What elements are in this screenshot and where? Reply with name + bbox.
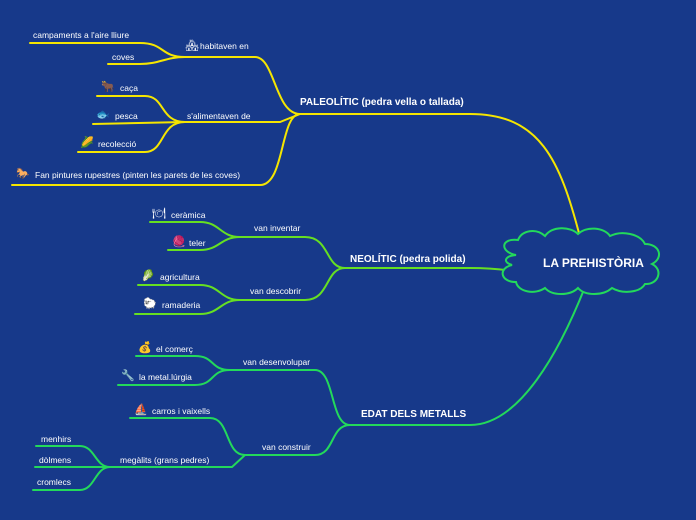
tools-icon: 🔧	[121, 370, 135, 382]
desenvolupar-label[interactable]: van desenvolupar	[243, 357, 311, 367]
desenvolupar-to-comerc-line	[135, 355, 231, 371]
ramaderia-label[interactable]: ramaderia	[162, 300, 201, 310]
caca-label[interactable]: caça	[120, 83, 138, 93]
inventar-label[interactable]: van inventar	[254, 223, 301, 233]
fish-icon: 🐟	[96, 109, 110, 121]
teler-label[interactable]: teler	[189, 238, 206, 248]
alimentaven-label[interactable]: s'alimentaven de	[187, 111, 251, 121]
ceramica-label[interactable]: ceràmica	[171, 210, 206, 220]
metals-to-desenvolupar-line	[229, 369, 351, 426]
construir-to-carros-line	[129, 417, 246, 456]
paleolithic-to-pintures-line	[11, 113, 301, 186]
alimentaven-to-caca-line	[96, 95, 186, 123]
metallurgia-label[interactable]: la metal.lúrgia	[139, 372, 192, 382]
agricultura-label[interactable]: agricultura	[160, 272, 200, 282]
coves-label[interactable]: coves	[112, 52, 135, 62]
inventar-to-ceramica-line	[149, 221, 241, 238]
metals-connectors	[32, 286, 586, 491]
paleolithic-to-habitaven-line	[184, 56, 301, 115]
root-topic-label[interactable]: LA PREHISTÒRIA	[543, 256, 644, 270]
inventar-to-teler-line	[167, 236, 241, 251]
construir-to-megalits-line	[109, 454, 246, 468]
house-icon: 🏘	[185, 40, 199, 52]
descobrir-label[interactable]: van descobrir	[250, 286, 302, 296]
recoleccio-label[interactable]: recolecció	[98, 139, 137, 149]
menhirs-label[interactable]: menhirs	[41, 434, 72, 444]
paleolithic-topic-label[interactable]: PALEOLÍTIC (pedra vella o tallada)	[300, 97, 464, 108]
yarn-icon: 🧶	[172, 236, 186, 248]
megalits-label[interactable]: megàlits (grans pedres)	[120, 455, 210, 465]
money-bag-icon: 💰	[138, 342, 152, 354]
root-to-paleolithic-line	[299, 113, 581, 238]
paleolithic-connectors	[11, 42, 581, 238]
dolmens-label[interactable]: dòlmens	[39, 455, 72, 465]
metals-to-construir-line	[244, 424, 351, 456]
neolithic-to-inventar-line	[239, 236, 346, 269]
boat-icon: ⛵	[134, 404, 148, 416]
root-to-metals-line	[349, 286, 586, 426]
plate-icon: 🍽	[152, 208, 166, 220]
corn-icon: 🌽	[80, 137, 94, 149]
sheep-icon: 🐑	[143, 298, 157, 310]
desenvolupar-to-metallurgia-line	[117, 369, 231, 386]
pesca-label[interactable]: pesca	[115, 111, 138, 121]
habitaven-to-campaments-line	[29, 42, 186, 58]
megalits-to-cromlecs-line	[32, 466, 111, 491]
descobrir-to-ramaderia-line	[134, 299, 241, 315]
neolithic-topic-label[interactable]: NEOLÍTIC (pedra polida)	[350, 254, 466, 265]
carros-label[interactable]: carros i vaixells	[152, 406, 211, 416]
habitaven-to-coves-line	[107, 56, 186, 65]
alimentaven-to-recoleccio-line	[77, 121, 186, 153]
lettuce-icon: 🥬	[141, 270, 155, 282]
bull-icon: 🐂	[101, 81, 115, 93]
comerc-label[interactable]: el comerç	[156, 344, 193, 354]
campaments-label[interactable]: campaments a l'aire lliure	[33, 30, 130, 40]
horse-icon: 🐎	[16, 168, 30, 180]
metals-topic-label[interactable]: EDAT DELS METALLS	[361, 409, 467, 420]
construir-label[interactable]: van construir	[262, 442, 311, 452]
habitaven-label[interactable]: habitaven en	[200, 41, 249, 51]
cromlecs-label[interactable]: cromlecs	[37, 477, 72, 487]
pintures-label[interactable]: Fan pintures rupestres (pinten les paret…	[35, 170, 241, 180]
root-cloud-shape	[501, 227, 661, 295]
neolithic-to-descobrir-line	[239, 267, 346, 301]
alimentaven-to-pesca-line	[92, 121, 186, 125]
